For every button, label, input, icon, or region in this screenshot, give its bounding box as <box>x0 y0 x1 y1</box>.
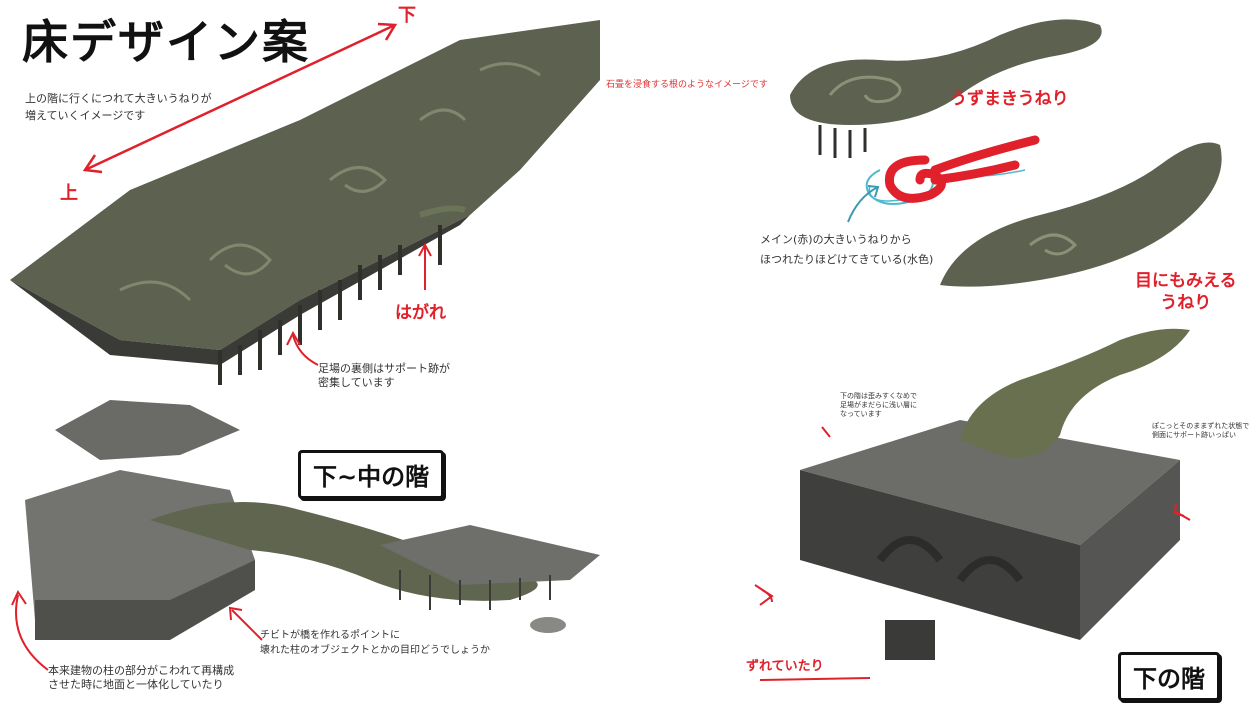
bridge-note: チビトが橋を作れるポイントに 壊れた柱のオブジェクトとかの目印どうでしょうか <box>260 630 490 656</box>
lower-floor-label: 下の階 <box>1118 652 1220 701</box>
root-note: 石畳を浸食する根のようなイメージです <box>606 80 768 90</box>
arrow-bottom-label: 上 <box>60 183 78 204</box>
offset-note: ぽこっとそのままずれた状態で 側面にサポート跡いっぱい <box>1152 422 1250 439</box>
swirl-diagram <box>847 135 1040 223</box>
visible-swirl-illustration <box>940 142 1222 287</box>
swirl-floor-illustration <box>790 19 1102 158</box>
page-title: 床デザイン案 <box>22 15 310 69</box>
upper-floor-description: 上の階に行くにつれて大きいうねりが 増えていくイメージです <box>25 92 212 122</box>
shifted-label: ずれていたり <box>746 659 824 674</box>
lower-step-note: 下の階は歪みすくなめで 足場がまだらに浅い層に なっています <box>840 392 917 418</box>
pillar-note: 本来建物の柱の部分がこわれて再構成 させた時に地面と一体化していたり <box>48 664 235 691</box>
visible-swirl-label: 目にもみえる うねり <box>1135 271 1237 313</box>
direction-arrow <box>82 22 398 174</box>
swirl-label: うずまきうねり <box>950 89 1069 109</box>
lower-mid-floor-illustration <box>25 400 600 640</box>
lower-mid-floor-label: 下~中の階 <box>298 450 445 499</box>
swirl-main-note: メイン(赤)の大きいうねりから ほつれたりほどけてきている(水色) <box>760 233 934 266</box>
arrow-top-label: 下 <box>398 5 416 26</box>
upper-floor-illustration <box>10 20 600 385</box>
peeling-label: はがれ <box>395 303 446 323</box>
lower-floor-illustration <box>800 328 1190 660</box>
support-note: 足場の裏側はサポート跡が 密集しています <box>318 362 450 389</box>
